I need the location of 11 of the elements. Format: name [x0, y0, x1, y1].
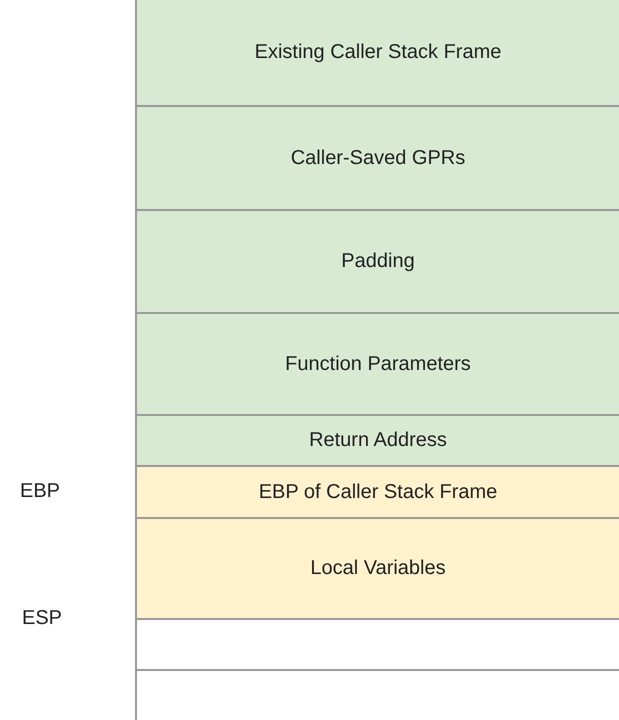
empty-stack-slot [135, 618, 619, 669]
stack-slot: Caller-Saved GPRs [135, 105, 619, 209]
register-label: EBP [20, 480, 60, 503]
register-label: ESP [22, 607, 62, 630]
stack-slot: Local Variables [135, 517, 619, 618]
stack-slot: Existing Caller Stack Frame [135, 0, 619, 105]
stack-slot: Function Parameters [135, 312, 619, 414]
stack-slot: Return Address [135, 414, 619, 465]
stack-slot: Padding [135, 209, 619, 312]
stack-slot: EBP of Caller Stack Frame [135, 465, 619, 517]
empty-stack-slot [135, 669, 619, 720]
